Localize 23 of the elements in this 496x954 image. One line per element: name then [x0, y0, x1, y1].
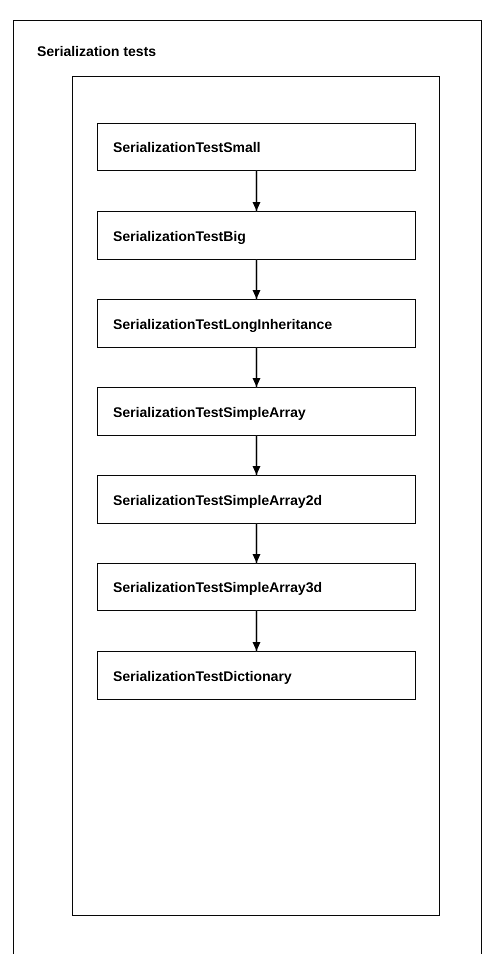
process-box: [97, 123, 416, 171]
arrow: [252, 436, 260, 475]
step-label: SerializationTestDictionary: [113, 668, 292, 684]
step-label: SerializationTestSimpleArray: [113, 404, 306, 420]
arrow: [252, 171, 260, 211]
arrow: [252, 611, 260, 651]
process-box: [97, 211, 416, 260]
step-label: SerializationTestLongInheritance: [113, 316, 332, 332]
process-box: [97, 475, 416, 524]
arrow: [252, 524, 260, 563]
process-box: [97, 299, 416, 348]
process-box: [97, 563, 416, 611]
process-box: [97, 387, 416, 436]
group-frame: [13, 20, 482, 954]
step-label: SerializationTestSimpleArray3d: [113, 579, 322, 595]
arrow: [252, 348, 260, 387]
group-title: Serialization tests: [37, 43, 156, 59]
group-frame: [72, 76, 440, 916]
step-label: SerializationTestSmall: [113, 139, 261, 155]
arrow: [252, 260, 260, 299]
process-box: [97, 651, 416, 700]
step-label: SerializationTestBig: [113, 228, 246, 244]
step-label: SerializationTestSimpleArray2d: [113, 492, 322, 508]
